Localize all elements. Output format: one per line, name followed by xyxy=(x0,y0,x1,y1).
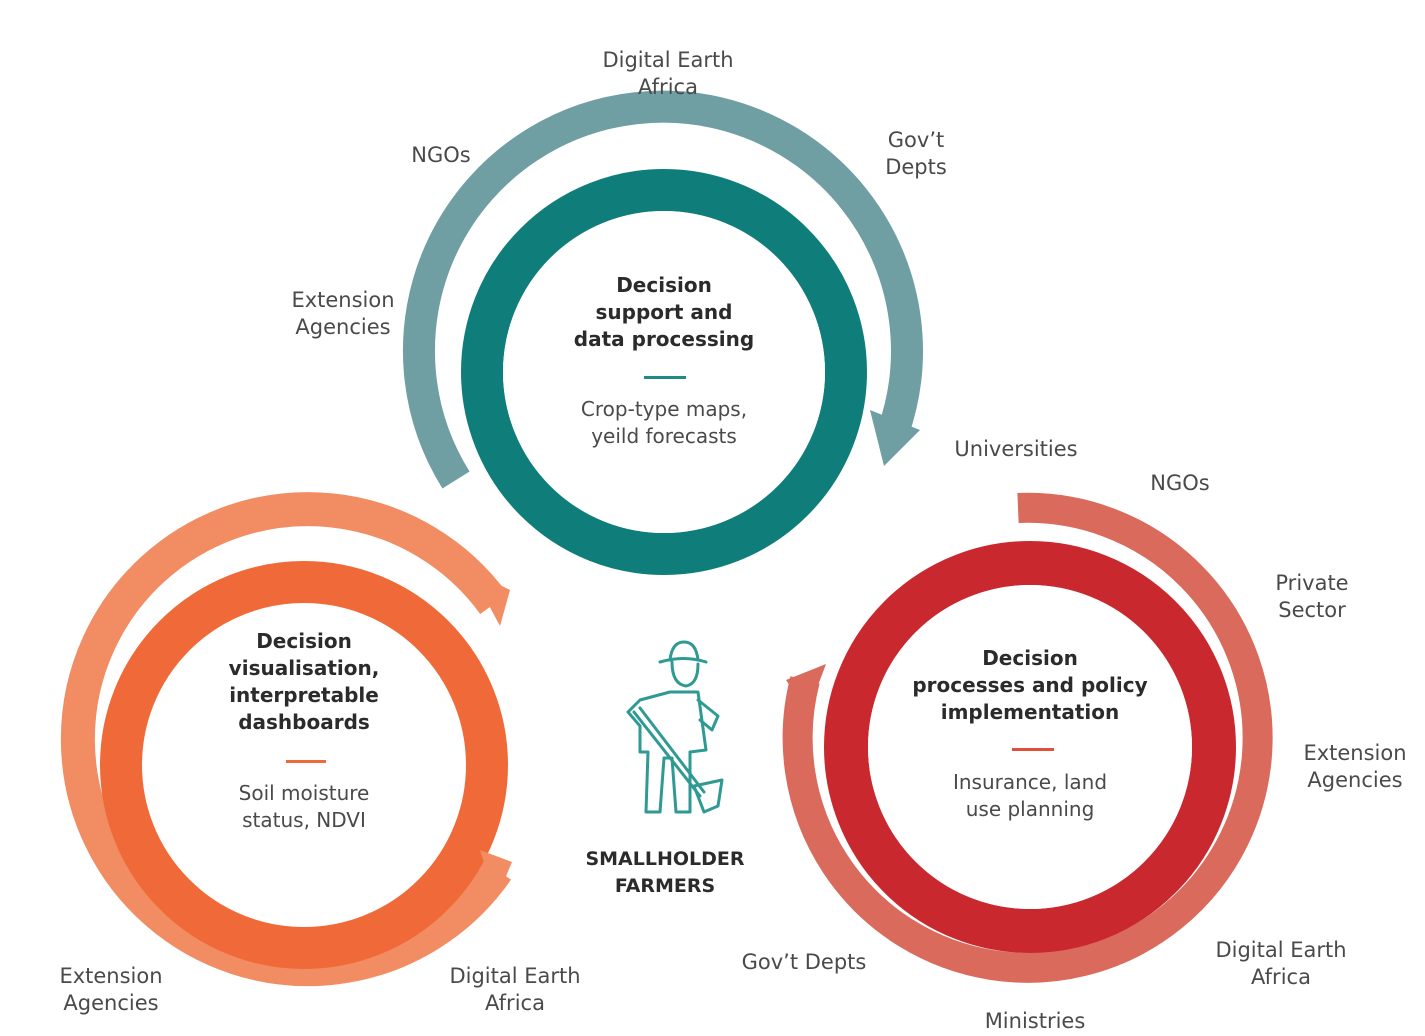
left-cycle xyxy=(60,492,512,987)
top-cycle-center: Decision support and data processing xyxy=(530,272,798,353)
top-divider xyxy=(644,376,686,379)
left-divider xyxy=(286,760,326,763)
left-cycle-subtitle: Soil moisture status, NDVI xyxy=(238,781,370,832)
top-arrowhead xyxy=(870,410,920,466)
top-label-ngos: NGOs xyxy=(411,143,471,167)
top-label-digital-earth-africa: Digital Earth Africa xyxy=(602,48,734,99)
top-outer-arrow xyxy=(403,90,923,489)
right-label-govt-depts: Gov’t Depts xyxy=(741,950,867,974)
top-label-universities: Universities xyxy=(954,437,1078,461)
right-label-ngos: NGOs xyxy=(1150,471,1210,495)
right-cycle-subtitle-wrap: Insurance, land use planning xyxy=(880,769,1180,823)
left-cycle-subtitle-wrap: Soil moisture status, NDVI xyxy=(170,780,438,834)
top-label-extension-agencies: Extension Agencies xyxy=(291,288,395,339)
right-cycle xyxy=(782,492,1273,983)
left-cycle-center: Decision visualisation, interpretable da… xyxy=(170,628,438,736)
smallholder-farmers-label: SMALLHOLDER FARMERS xyxy=(585,848,745,897)
right-divider xyxy=(1012,748,1054,751)
top-cycle-subtitle-wrap: Crop-type maps, yeild forecasts xyxy=(530,396,798,450)
top-cycle-subtitle: Crop-type maps, yeild forecasts xyxy=(580,397,748,448)
farmer-with-shovel-icon xyxy=(626,640,724,814)
right-outer-arrow xyxy=(782,492,1273,983)
right-label-digital-earth-africa: Digital Earth Africa xyxy=(1215,938,1347,989)
right-arrowhead xyxy=(786,664,826,712)
top-inner-disc xyxy=(503,211,825,533)
right-cycle-center: Decision processes and policy implementa… xyxy=(880,645,1180,726)
right-ring xyxy=(824,541,1236,953)
left-arrowhead-top xyxy=(470,570,510,626)
left-cycle-title: Decision visualisation, interpretable da… xyxy=(228,629,380,734)
left-label-digital-earth-africa: Digital Earth Africa xyxy=(449,964,581,1015)
left-ring xyxy=(100,561,508,969)
right-cycle-title: Decision processes and policy implementa… xyxy=(912,646,1148,724)
top-ring xyxy=(461,169,867,575)
right-label-private-sector: Private Sector xyxy=(1275,571,1349,622)
top-cycle xyxy=(403,90,923,575)
top-cycle-title: Decision support and data processing xyxy=(573,273,755,351)
left-inner-disc xyxy=(143,604,465,926)
right-label-ministries: Ministries xyxy=(984,1009,1086,1033)
right-label-extension-agencies: Extension Agencies xyxy=(1303,741,1407,792)
left-label-extension-agencies: Extension Agencies xyxy=(59,964,163,1015)
left-arrowhead-bottom xyxy=(480,850,512,900)
right-inner-disc xyxy=(868,585,1192,909)
right-cycle-subtitle: Insurance, land use planning xyxy=(952,770,1108,821)
left-outer-arrow xyxy=(60,492,511,987)
top-label-govt-depts: Gov’t Depts xyxy=(885,128,947,179)
